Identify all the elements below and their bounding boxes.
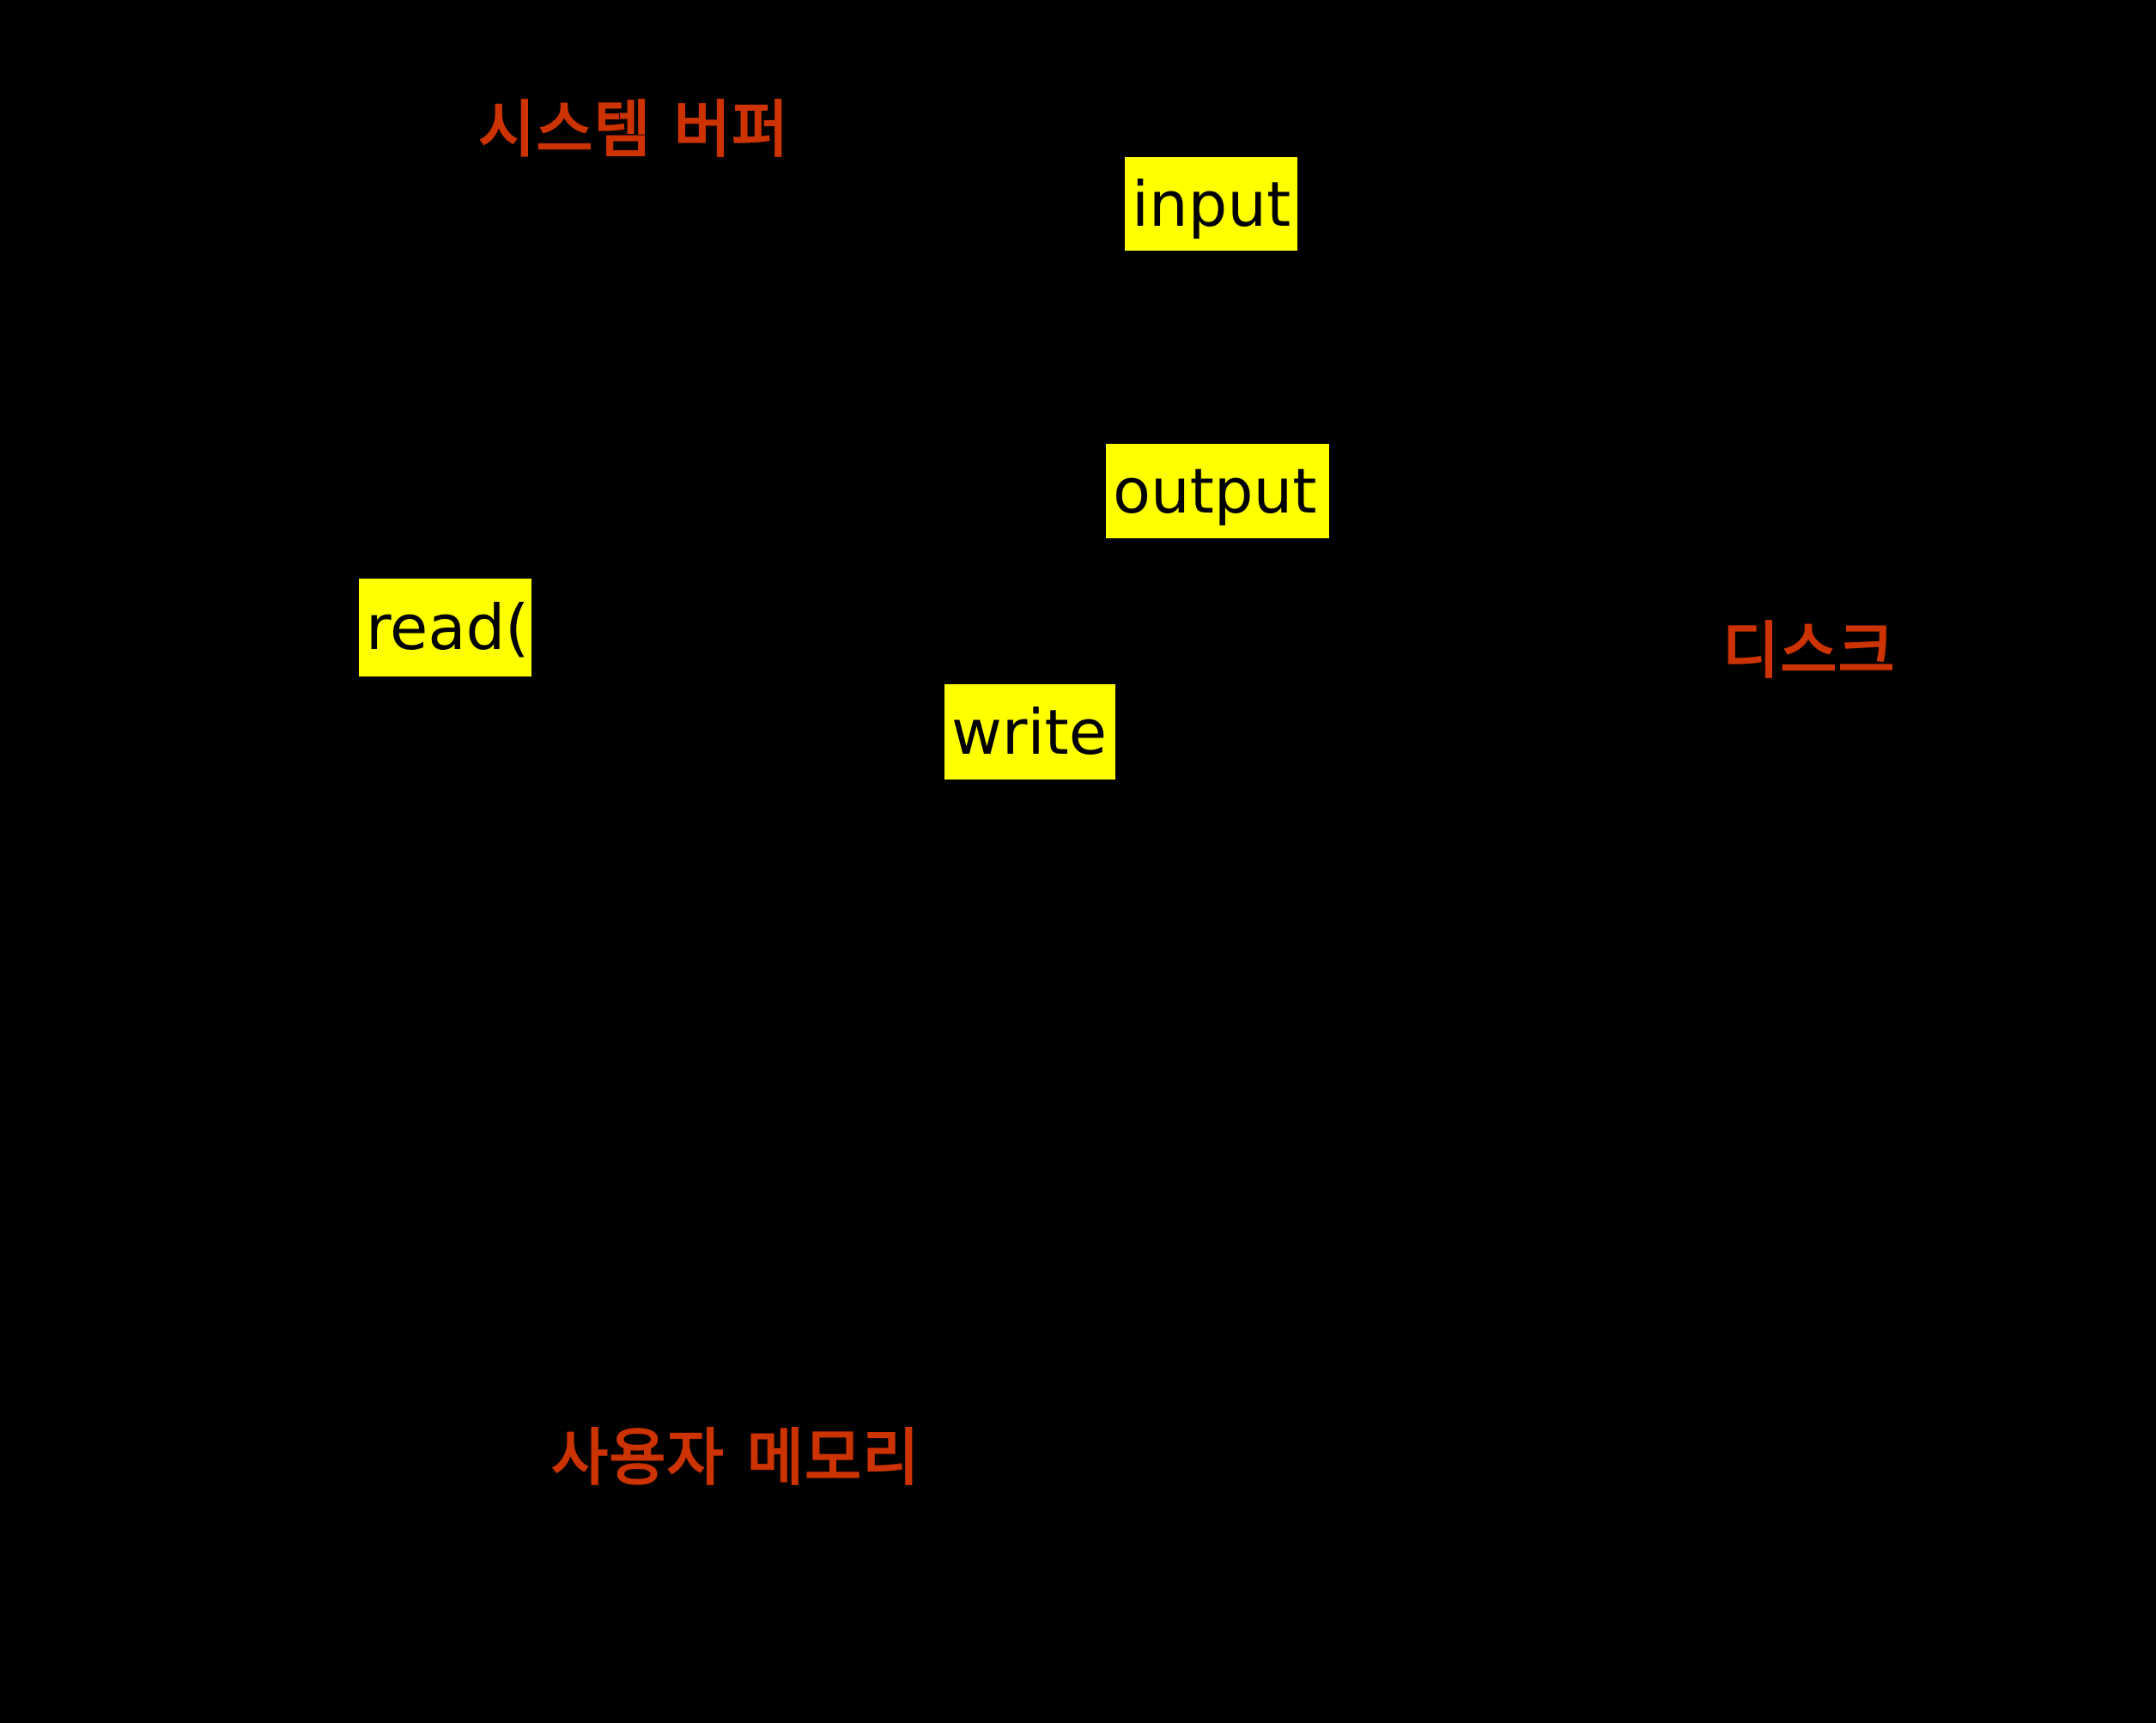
input-highlight-label: input (1125, 157, 1297, 251)
write-highlight-label: write (944, 684, 1115, 780)
read-call-highlight-label: read( (359, 579, 531, 676)
system-buffer-label: 시스템 버퍼 (478, 94, 790, 166)
user-memory-label: 사용자 메모리 (551, 1422, 920, 1494)
output-highlight-label: output (1106, 444, 1329, 538)
disk-label: 디스크 (1722, 615, 1896, 687)
